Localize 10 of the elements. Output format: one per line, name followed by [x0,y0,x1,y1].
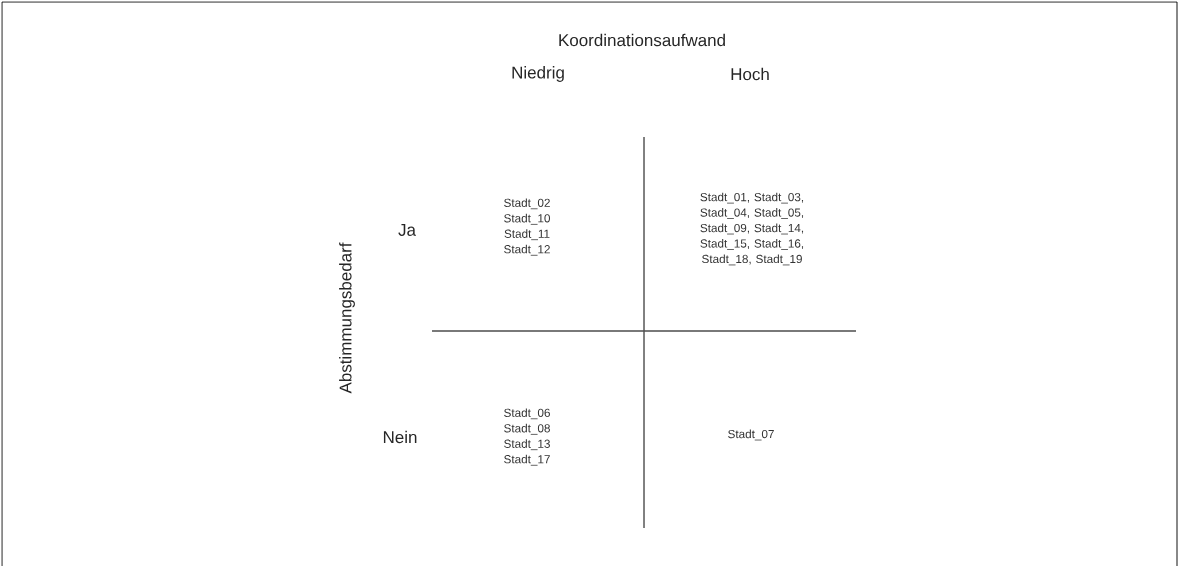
axis-title: Koordinationsaufwand [559,33,725,47]
cell-text: Stadt_01, Stadt_03, Stadt_04, Stadt_05, Stadt_09, Stadt_14, Stadt_15, Stadt_16, Stadt_18, Stadt_19 [700,192,804,266]
cell-text: Stadt_06 Stadt_08 Stadt_13 Stadt_17 [504,408,550,466]
cell-text: Stadt_02 Stadt_10 Stadt_11 Stadt_12 [504,198,550,256]
axis-title: Abstimmungsbedarf [339,242,355,394]
column-heading: Hoch [731,67,769,81]
cell-text: Stadt_07 [728,429,774,441]
column-heading: Niedrig [512,66,564,82]
row-heading: Nein [383,430,417,444]
row-heading: Ja [398,224,416,236]
